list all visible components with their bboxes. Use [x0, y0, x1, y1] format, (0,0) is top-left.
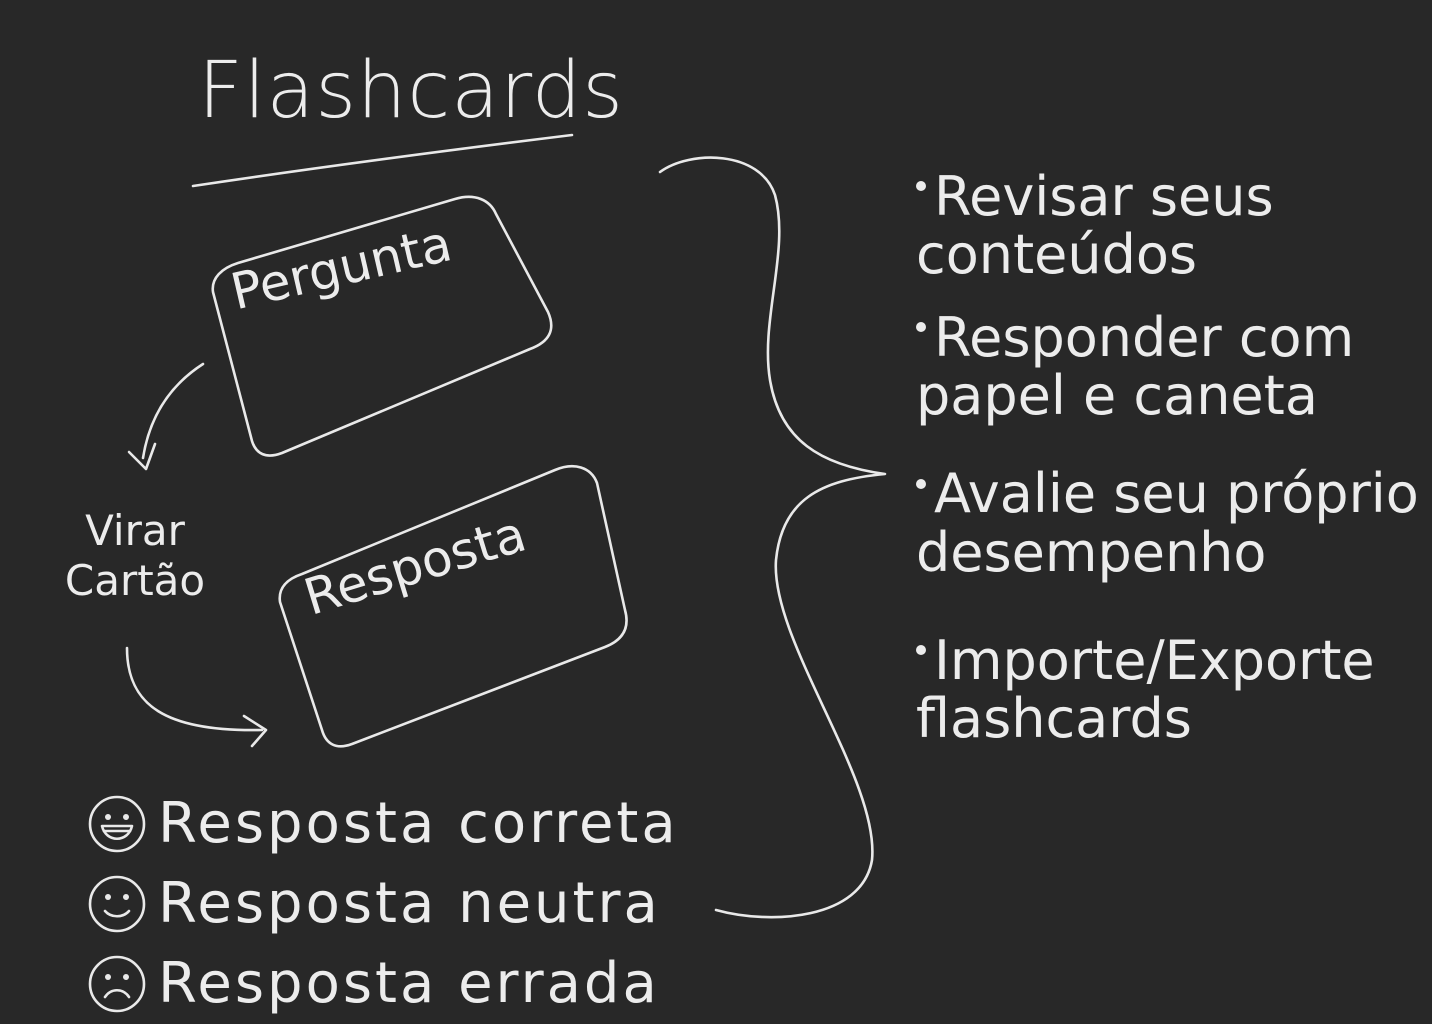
- feature-text: Avalie seu próprio desempenho: [916, 462, 1419, 584]
- feature-text: Revisar seus conteúdos: [916, 165, 1274, 287]
- question-card: [211, 195, 553, 457]
- happy-face-icon: [88, 795, 146, 853]
- flip-arrow-right-head: [242, 714, 268, 748]
- feature-item-self-assess: Avalie seu próprio desempenho: [916, 465, 1426, 582]
- feature-text: Responder com papel e caneta: [916, 305, 1355, 427]
- bullet-icon: [916, 321, 926, 332]
- feature-text: Importe/Exporte flashcards: [916, 628, 1375, 751]
- legend-label-wrong: Resposta errada: [158, 951, 660, 1016]
- sad-face-icon: [88, 955, 146, 1013]
- flip-arrow-down: [141, 362, 205, 460]
- legend-row-neutral: Resposta neutra: [86, 864, 679, 944]
- flip-arrow-right: [125, 646, 264, 732]
- legend-row-correct: Resposta correta: [86, 784, 679, 864]
- legend-label-neutral: Resposta neutra: [158, 871, 661, 936]
- title-underline: [191, 133, 574, 188]
- legend-label-correct: Resposta correta: [158, 791, 679, 856]
- legend-row-wrong: Resposta errada: [86, 944, 679, 1024]
- feature-list: Revisar seus conteúdos Responder com pap…: [916, 165, 1426, 751]
- bullet-icon: [916, 181, 926, 192]
- bullet-icon: [916, 645, 926, 656]
- flip-card-label: Virar Cartão: [64, 506, 206, 605]
- feature-item-pen-paper: Responder com papel e caneta: [916, 305, 1426, 427]
- feature-item-review: Revisar seus conteúdos: [916, 165, 1426, 287]
- feature-item-import-export: Importe/Exporte flashcards: [916, 628, 1426, 751]
- curly-brace: [658, 156, 887, 919]
- answer-legend: Resposta correta Resposta neutra Respost…: [86, 784, 679, 1024]
- bullet-icon: [916, 478, 926, 489]
- neutral-face-icon: [88, 875, 146, 933]
- answer-card: [278, 465, 628, 748]
- page-title: Flashcards: [198, 46, 624, 136]
- flip-arrow-down-head: [127, 442, 157, 471]
